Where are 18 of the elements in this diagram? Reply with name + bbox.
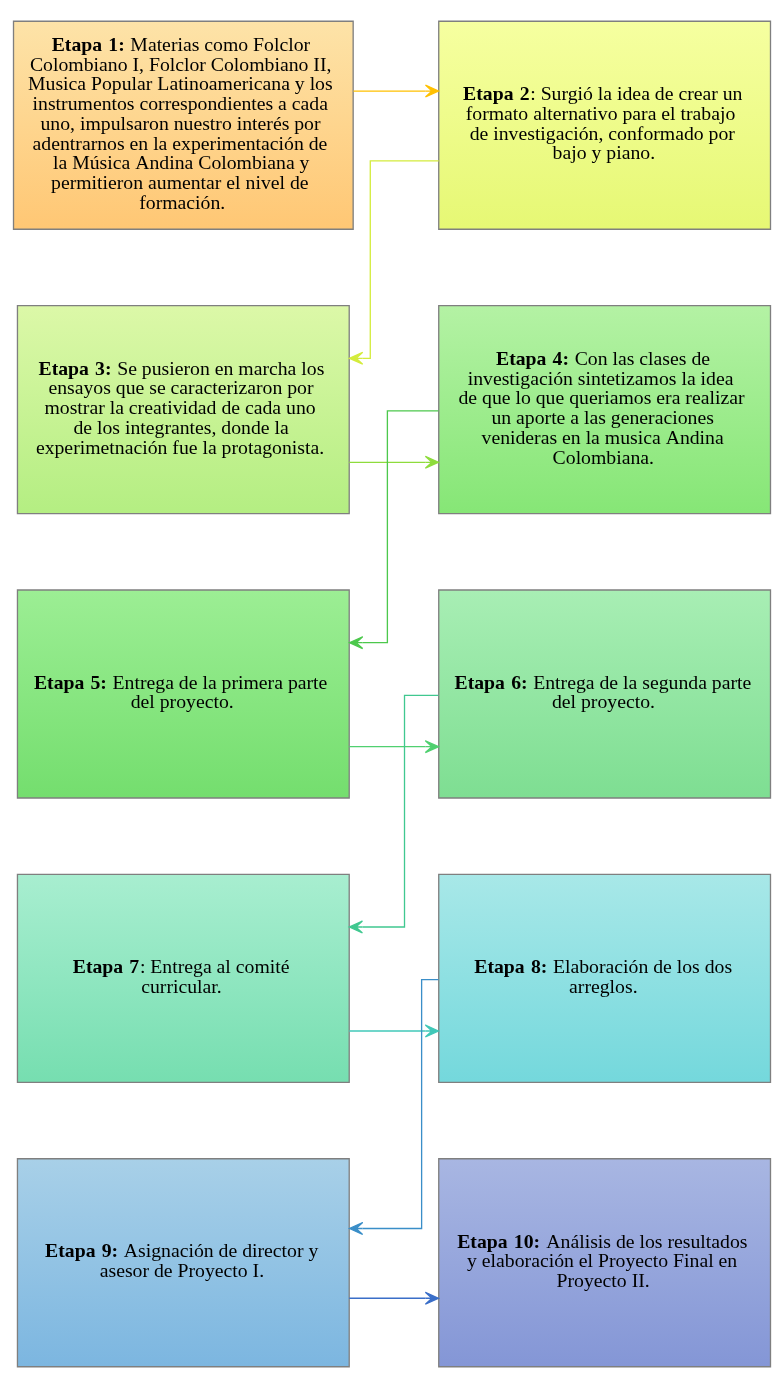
- node-box: Etapa 4: Con las clases de investigación sintetizamos la idea de que lo que queriamos era realizar un aporte a las generaciones venideras en la musica Andina Colombiana.: [438, 304, 772, 514]
- arrow: [348, 409, 439, 649]
- node-box: Etapa 2: Surgió la idea de crear un formato alternativo para el trabajo de investigación, conformado por bajo y piano.: [438, 20, 772, 230]
- arrow: [348, 1291, 440, 1305]
- node-box: Etapa 9: Asignación de director y asesor de Proyecto I.: [16, 1157, 350, 1367]
- arrow: [348, 739, 440, 753]
- node-box: Etapa 6: Entrega de la segunda parte del proyecto.: [438, 588, 772, 799]
- arrow: [348, 159, 440, 365]
- node-box: Etapa 7: Entrega al comité curricular.: [16, 873, 350, 1083]
- node-box: Etapa 3: Se pusieron en marcha los ensayos que se caracterizaron por mostrar la creatividad de cada uno de los integrantes, donde la experimetnación fue la protagonista.: [16, 304, 350, 514]
- node-box: Etapa 10: Análisis de los resultados y elaboración el Proyecto Final en Proyecto II.: [438, 1157, 772, 1367]
- arrow: [348, 1023, 440, 1038]
- node-box: Etapa 8: Elaboración de los dos arreglos.: [438, 873, 772, 1083]
- node-box: Etapa 5: Entrega de la primera parte del proyecto.: [16, 588, 350, 799]
- arrow: [348, 455, 440, 469]
- node-box: Etapa 1: Materias como Folclor Colombiano I, Folclor Colombiano II, Musica Popular Latinoamericana y los instrumentos correspondientes a cada uno, impulsaron nuestro interés por adentrarnos en la experimentación de la Música Andina Colombiana y permitieron aumentar el nivel de formación.: [12, 20, 354, 230]
- arrow: [348, 694, 440, 934]
- arrow: [352, 83, 440, 98]
